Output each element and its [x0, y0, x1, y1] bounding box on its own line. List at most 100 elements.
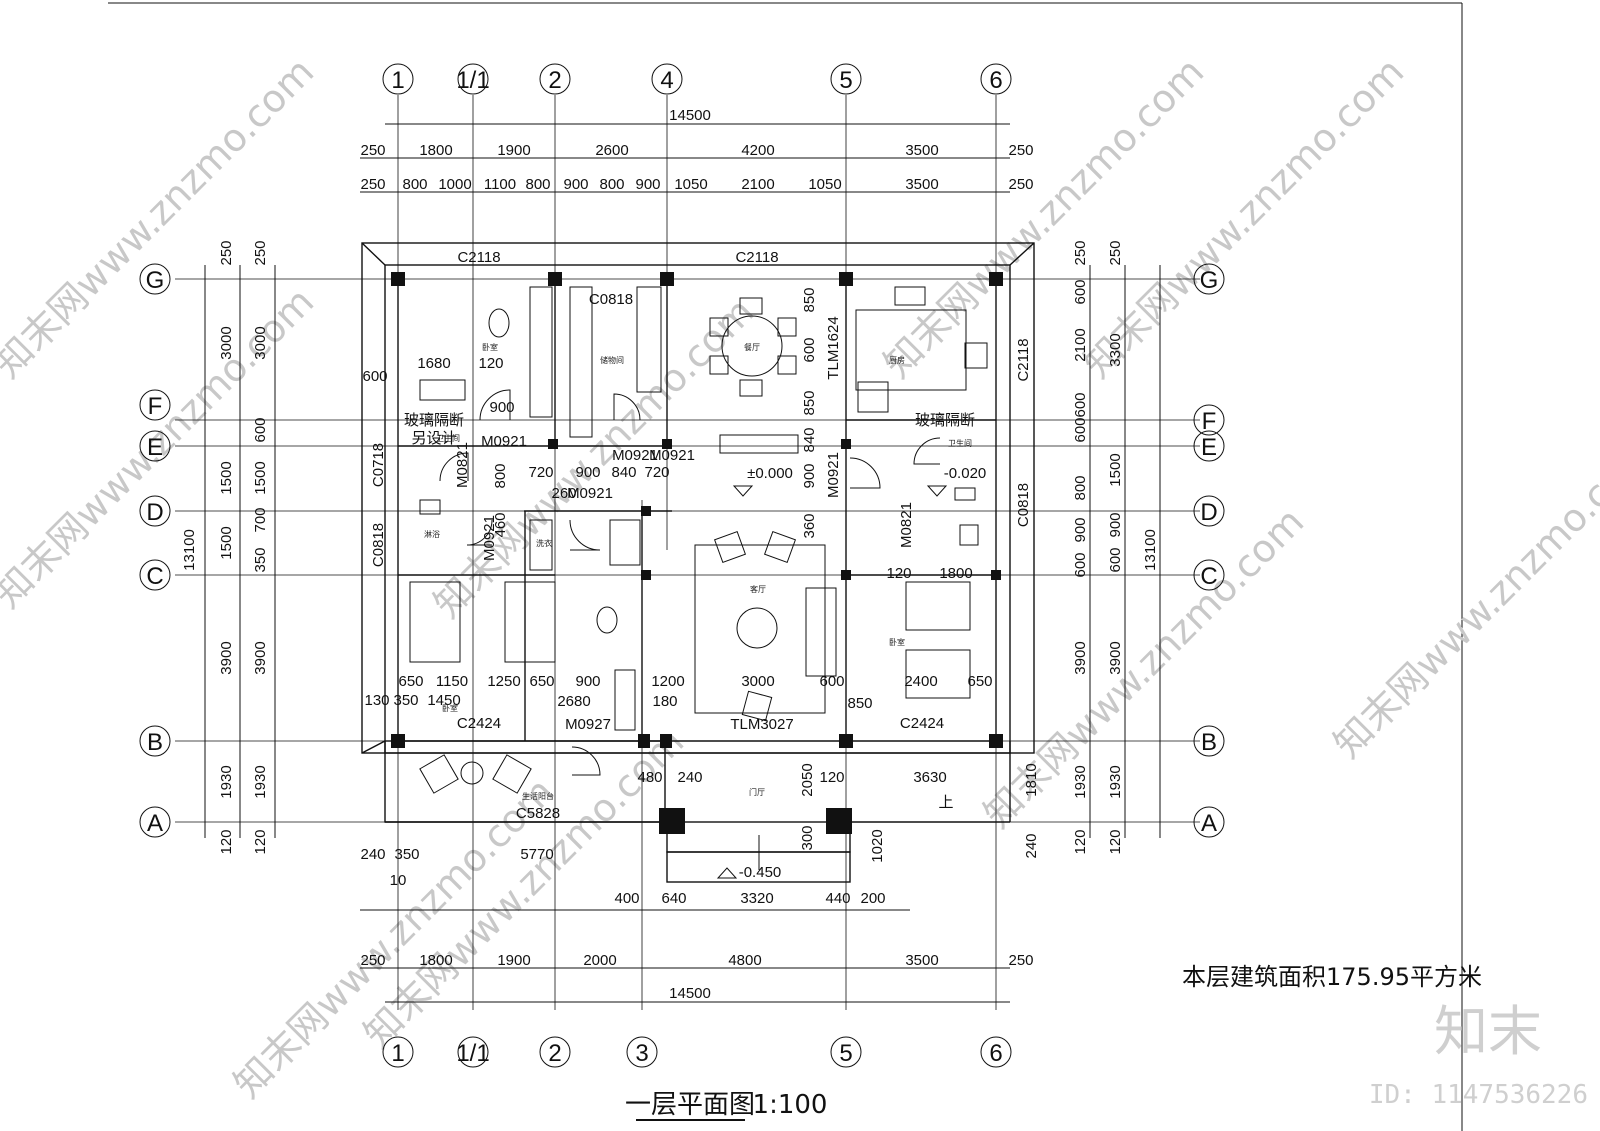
room-kitchen: 厨房: [889, 355, 905, 365]
watermark-4: 知末网www.znzmo.com: [875, 49, 1212, 386]
axis-label-left-b: B: [147, 729, 163, 756]
svg-text:2000: 2000: [583, 952, 616, 969]
svg-text:2050: 2050: [799, 763, 816, 796]
bottom-axis-bubbles: 1 1/1 2 3 5 6: [382, 1036, 1012, 1068]
door-label-m0921-4: M0921: [481, 515, 498, 561]
watermark-3: 知末网www.znzmo.com: [425, 289, 762, 626]
building-walls: [361, 242, 1035, 883]
window-label-c2424-2: C2424: [900, 715, 944, 732]
sofa: [805, 587, 837, 677]
svg-text:850: 850: [847, 695, 872, 712]
axis-label-bottom-6: 6: [989, 1040, 1002, 1067]
axis-label-left-e: E: [147, 434, 163, 461]
svg-text:250: 250: [218, 240, 235, 265]
svg-text:360: 360: [801, 513, 818, 538]
svg-text:1020: 1020: [869, 829, 886, 862]
svg-text:350: 350: [394, 846, 419, 863]
furniture: [409, 286, 988, 794]
bed-left-1: [409, 581, 461, 663]
room-laundry: 洗衣: [536, 538, 552, 548]
svg-text:900: 900: [801, 463, 818, 488]
svg-text:850: 850: [801, 390, 818, 415]
svg-text:850: 850: [801, 287, 818, 312]
svg-text:700: 700: [252, 507, 269, 532]
svg-text:250: 250: [360, 142, 385, 159]
doors: [439, 389, 941, 776]
svg-text:240: 240: [677, 769, 702, 786]
room-bedroom-se: 卧室: [889, 637, 905, 647]
svg-text:120: 120: [819, 769, 844, 786]
svg-text:1000: 1000: [438, 176, 471, 193]
svg-text:600: 600: [362, 368, 387, 385]
svg-text:120: 120: [478, 355, 503, 372]
room-dining: 餐厅: [744, 343, 760, 352]
svg-text:250: 250: [1008, 142, 1033, 159]
axis-label-right-d: D: [1200, 499, 1217, 526]
svg-text:1900: 1900: [497, 142, 530, 159]
room-storage: 储物间: [600, 355, 624, 365]
bed-right-1: [905, 581, 971, 631]
living-rug: [694, 544, 826, 714]
svg-text:260: 260: [551, 485, 576, 502]
svg-text:1150: 1150: [436, 673, 468, 690]
door-label-m0821-2: M0821: [898, 502, 915, 548]
svg-text:250: 250: [252, 240, 269, 265]
svg-text:840: 840: [611, 464, 636, 481]
top-axis-bubbles: 1 1/1 2 4 5 6: [382, 63, 1012, 95]
dim-top-total: 14500: [669, 107, 711, 124]
asset-id-text: ID: 1147536226: [1369, 1080, 1588, 1110]
dim-bottom-total: 14500: [669, 985, 711, 1002]
axis-label-top-2: 2: [548, 67, 561, 94]
top-dimensions: 14500 250 1800 1900 2600 4200 3500 250 2…: [360, 107, 1034, 193]
svg-text:250: 250: [1008, 952, 1033, 969]
axis-label-top-6: 6: [989, 67, 1002, 94]
svg-text:3500: 3500: [905, 952, 938, 969]
svg-text:3320: 3320: [740, 890, 773, 907]
axis-label-bottom-2: 2: [548, 1040, 561, 1067]
svg-text:3000: 3000: [218, 326, 235, 359]
svg-text:3900: 3900: [252, 641, 269, 674]
room-balcony: 生活阳台: [522, 791, 554, 801]
svg-text:3500: 3500: [905, 176, 938, 193]
brand-logo-text: 知末: [1434, 1000, 1542, 1063]
svg-text:300: 300: [799, 825, 816, 850]
svg-text:2100: 2100: [741, 176, 774, 193]
axis-bubble-top-1-1: [457, 63, 489, 95]
svg-text:1930: 1930: [218, 765, 235, 798]
svg-text:650: 650: [398, 673, 423, 690]
svg-text:130: 130: [364, 692, 389, 709]
axis-label-right-f: F: [1202, 408, 1217, 435]
watermark-5: 知末网www.znzmo.com: [1075, 49, 1412, 386]
side-axis-bubbles: G F E D C B A G F E D C B A: [139, 263, 1225, 838]
svg-text:1200: 1200: [651, 673, 684, 690]
glass-partition-label-2: 玻璃隔断: [915, 412, 975, 429]
svg-text:600: 600: [801, 337, 818, 362]
horizontal-axis-lines: [175, 278, 1200, 823]
svg-text:3000: 3000: [741, 673, 774, 690]
svg-text:600: 600: [1072, 552, 1089, 577]
axis-label-right-b: B: [1201, 729, 1217, 756]
svg-text:1930: 1930: [1072, 765, 1089, 798]
svg-text:1100: 1100: [484, 176, 516, 193]
left-dimensions: 250 3000 1500 1500 3900 1930 120 13100 2…: [181, 240, 276, 855]
svg-text:3630: 3630: [913, 769, 946, 786]
svg-text:1800: 1800: [939, 565, 972, 582]
svg-text:440: 440: [825, 890, 850, 907]
axis-label-left-f: F: [148, 393, 163, 420]
room-shower: 淋浴: [424, 529, 440, 539]
svg-text:10: 10: [390, 872, 407, 889]
window-label-c0718: C0718: [370, 443, 387, 487]
door-label-m0921-5: M0921: [825, 452, 842, 498]
svg-text:900: 900: [1072, 517, 1089, 542]
svg-text:1050: 1050: [808, 176, 841, 193]
svg-text:250: 250: [1072, 240, 1089, 265]
svg-text:1500: 1500: [1107, 453, 1124, 486]
svg-text:1800: 1800: [419, 952, 452, 969]
window-label-c2118-2: C2118: [735, 249, 778, 266]
axis-bubble-top-4: [651, 63, 683, 95]
svg-text:5770: 5770: [520, 846, 553, 863]
axis-label-left-d: D: [146, 499, 163, 526]
misc-labels: 玻璃隔断 玻璃隔断 另设计 上: [404, 412, 975, 811]
axis-label-bottom-1: 1: [391, 1040, 404, 1067]
svg-text:120: 120: [1107, 829, 1124, 854]
